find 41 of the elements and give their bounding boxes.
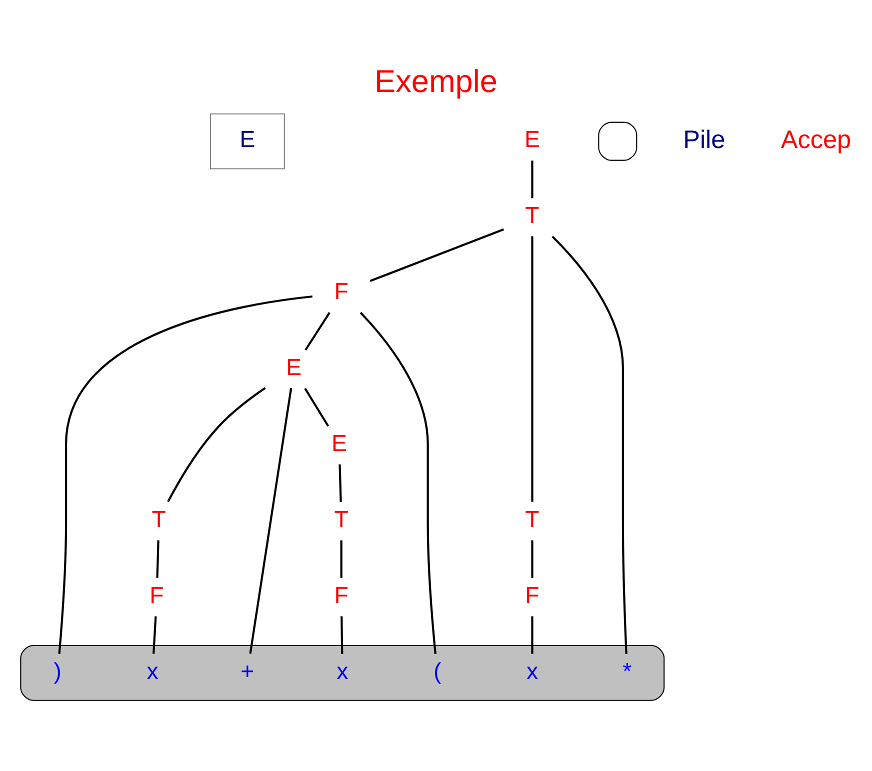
node-text: F xyxy=(525,582,540,608)
node-text: F xyxy=(334,278,348,304)
node-text: E xyxy=(240,126,256,152)
node-text: T xyxy=(334,506,348,532)
node-text: + xyxy=(240,658,254,684)
node-text: T xyxy=(152,506,166,532)
connector xyxy=(531,616,534,654)
node-text: E xyxy=(286,354,302,380)
label: Accep xyxy=(780,126,852,154)
node-text: F xyxy=(334,582,348,608)
cluster xyxy=(20,644,665,701)
node-text: x xyxy=(336,658,348,684)
connector xyxy=(156,540,160,578)
node-text: x xyxy=(146,658,158,684)
cluster xyxy=(210,113,285,170)
connector xyxy=(304,388,330,427)
node-text: ( xyxy=(433,658,442,684)
connector xyxy=(531,540,534,578)
connector xyxy=(152,616,157,654)
node-text: E xyxy=(331,430,347,456)
connector xyxy=(338,464,342,502)
diagram-title: Exemple xyxy=(374,62,498,99)
connector xyxy=(340,540,342,578)
connector xyxy=(552,236,628,654)
node-box xyxy=(598,122,638,161)
connector xyxy=(167,387,266,502)
connector xyxy=(340,616,344,654)
label: Pile xyxy=(683,126,726,154)
node-text: ) xyxy=(54,658,62,684)
node-text: * xyxy=(622,658,632,684)
connector xyxy=(370,228,504,282)
node-text: E xyxy=(524,126,540,152)
node-text: F xyxy=(150,582,164,608)
node-text: T xyxy=(525,202,540,228)
connector xyxy=(304,312,330,351)
connector xyxy=(531,160,534,198)
connector xyxy=(360,312,436,654)
node-text: x xyxy=(526,658,538,684)
connector xyxy=(58,295,313,654)
node-text: T xyxy=(525,506,540,532)
connector xyxy=(531,236,534,502)
